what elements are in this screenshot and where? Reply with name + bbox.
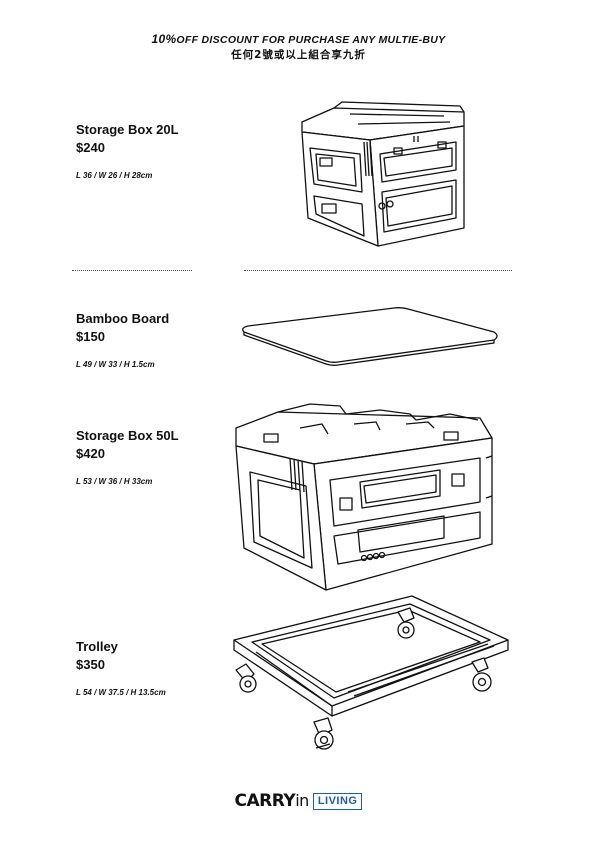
bamboo-board-illustration — [236, 302, 504, 368]
brand-living-badge: LIVING — [312, 792, 363, 810]
product-name: Bamboo Board — [76, 311, 170, 326]
product-storage-box-50l: Storage Box 50L $420 L 53 / W 36 / H 33c… — [76, 427, 236, 486]
promo-text: OFF DISCOUNT FOR PURCHASE ANY MULTIE-BUY — [176, 34, 446, 46]
product-bamboo-board: Bamboo Board $150 L 49 / W 33 / H 1.5cm — [76, 310, 236, 369]
promo-english: 10%OFF DISCOUNT FOR PURCHASE ANY MULTIE-… — [0, 32, 597, 46]
product-dimensions: L 49 / W 33 / H 1.5cm — [76, 360, 155, 369]
product-name: Trolley — [76, 639, 118, 654]
product-storage-box-20l: Storage Box 20L $240 L 36 / W 26 / H 28c… — [76, 121, 236, 180]
product-dimensions: L 36 / W 26 / H 28cm — [76, 171, 153, 180]
product-dimensions: L 53 / W 36 / H 33cm — [76, 477, 153, 486]
product-name: Storage Box 50L — [76, 428, 179, 443]
brand-logo: CARRYin — [234, 791, 310, 811]
promo-chinese: 任何2號或以上組合享九折 — [231, 49, 366, 61]
dotted-divider-left — [72, 270, 192, 271]
product-price: $420 — [76, 446, 105, 461]
storage-box-50l-illustration — [230, 398, 498, 598]
product-price: $240 — [76, 140, 105, 155]
product-dimensions: L 54 / W 37.5 / H 13.5cm — [76, 688, 166, 697]
brand-footer: CARRYin LIVING — [0, 791, 597, 811]
dotted-divider-right — [244, 270, 512, 271]
promo-header: 10%OFF DISCOUNT FOR PURCHASE ANY MULTIE-… — [0, 32, 597, 62]
product-name: Storage Box 20L — [76, 122, 179, 137]
product-price: $150 — [76, 329, 105, 344]
brand-carry: CARRY — [234, 791, 296, 811]
product-trolley: Trolley $350 L 54 / W 37.5 / H 13.5cm — [76, 638, 236, 697]
product-price: $350 — [76, 657, 105, 672]
storage-box-20l-illustration — [294, 96, 470, 252]
promo-percent: 10% — [151, 32, 177, 46]
trolley-illustration — [228, 588, 512, 764]
brand-in: in — [295, 791, 309, 810]
